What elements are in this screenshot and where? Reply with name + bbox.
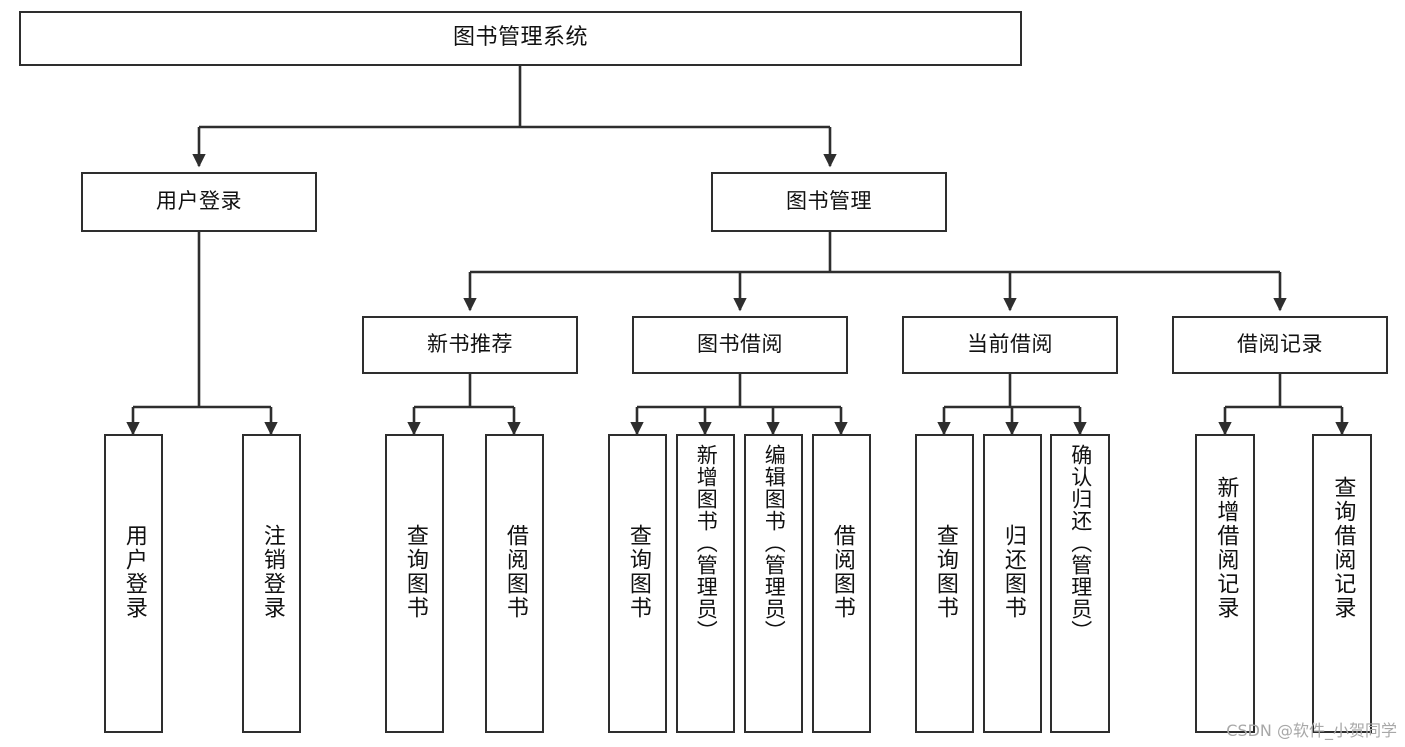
leaf-query-book-recommend[interactable]: 查询图书 — [385, 434, 444, 733]
node-user-login[interactable]: 用户登录 — [81, 172, 317, 232]
node-root-system[interactable]: 图书管理系统 — [19, 11, 1022, 66]
node-label: 查询图书 — [625, 524, 651, 620]
node-label: 确认归还（管理员） — [1068, 444, 1093, 642]
leaf-query-book-current[interactable]: 查询图书 — [915, 434, 974, 733]
node-label: 新增图书（管理员） — [694, 444, 719, 642]
node-new-book-recommend[interactable]: 新书推荐 — [362, 316, 578, 374]
node-label: 借阅图书 — [502, 524, 528, 620]
leaf-query-borrow-record[interactable]: 查询借阅记录 — [1312, 434, 1372, 733]
leaf-add-borrow-record[interactable]: 新增借阅记录 — [1195, 434, 1255, 733]
leaf-confirm-return-admin[interactable]: 确认归还（管理员） — [1050, 434, 1110, 733]
node-label: 注销登录 — [259, 524, 285, 620]
node-label: 用户登录 — [121, 524, 147, 620]
leaf-edit-book-admin[interactable]: 编辑图书（管理员） — [744, 434, 803, 733]
leaf-user-login[interactable]: 用户登录 — [104, 434, 163, 733]
node-current-borrow[interactable]: 当前借阅 — [902, 316, 1118, 374]
watermark-text: CSDN @软件_小贺同学 — [1226, 721, 1397, 740]
leaf-borrow-book-recommend[interactable]: 借阅图书 — [485, 434, 544, 733]
node-label: 用户登录 — [156, 189, 242, 214]
node-label: 查询图书 — [402, 524, 428, 620]
leaf-borrow-book[interactable]: 借阅图书 — [812, 434, 871, 733]
node-label: 查询图书 — [932, 524, 958, 620]
node-label: 查询借阅记录 — [1330, 476, 1356, 620]
node-label: 编辑图书（管理员） — [762, 444, 787, 642]
node-book-borrow[interactable]: 图书借阅 — [632, 316, 848, 374]
node-label: 归还图书 — [1000, 524, 1026, 620]
leaf-add-book-admin[interactable]: 新增图书（管理员） — [676, 434, 735, 733]
node-label: 新增借阅记录 — [1213, 476, 1239, 620]
node-label: 图书管理 — [786, 189, 872, 214]
node-label: 图书借阅 — [697, 332, 783, 357]
leaf-user-logout[interactable]: 注销登录 — [242, 434, 301, 733]
node-label: 新书推荐 — [427, 332, 513, 357]
leaf-query-book[interactable]: 查询图书 — [608, 434, 667, 733]
node-label: 借阅记录 — [1237, 332, 1323, 357]
node-borrow-record[interactable]: 借阅记录 — [1172, 316, 1388, 374]
node-book-management[interactable]: 图书管理 — [711, 172, 947, 232]
leaf-return-book[interactable]: 归还图书 — [983, 434, 1042, 733]
node-label: 当前借阅 — [967, 332, 1053, 357]
node-label: 图书管理系统 — [452, 25, 588, 51]
node-label: 借阅图书 — [829, 524, 855, 620]
